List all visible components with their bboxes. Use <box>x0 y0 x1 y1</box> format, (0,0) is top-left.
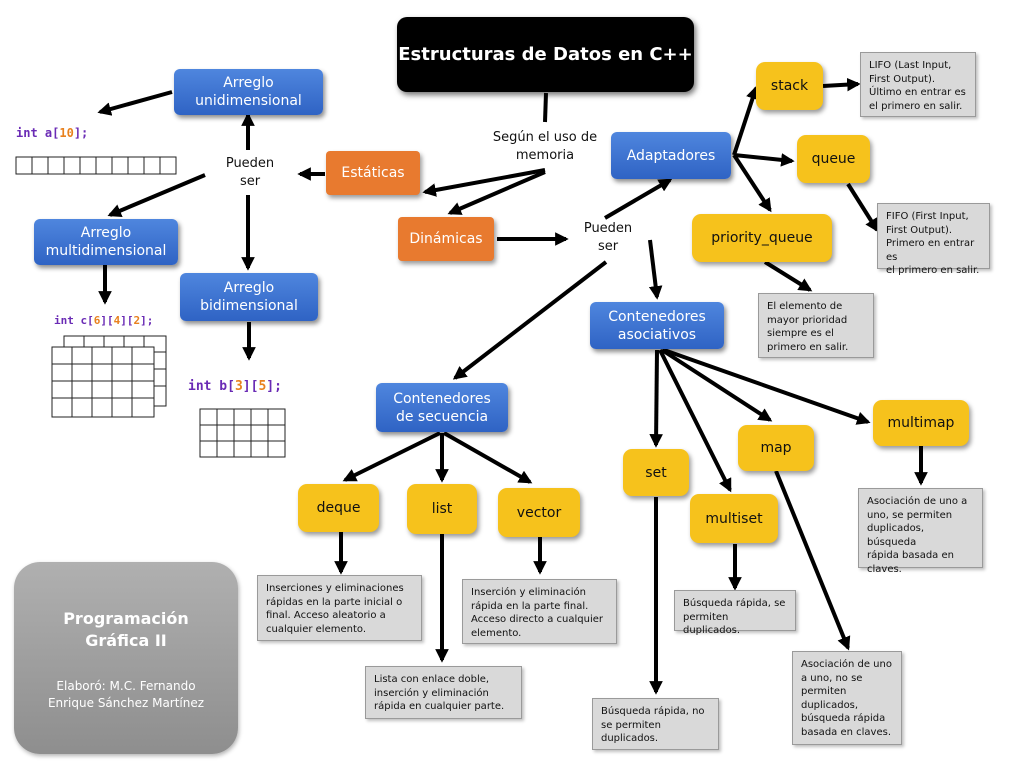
note-queue: FIFO (First Input, First Output). Primer… <box>877 203 990 276</box>
arrow-aso-multimap <box>663 348 871 425</box>
code-array-2d: int b[3][5]; <box>188 379 282 394</box>
arrow-map-note <box>774 470 851 651</box>
node-contenedores-asociativos: Contenedores asociativos <box>590 302 724 349</box>
arrow-uni-code <box>97 90 173 116</box>
arrow-pq-note <box>763 260 813 292</box>
node-vector: vector <box>498 488 580 537</box>
arrow-sec-deque <box>342 431 441 482</box>
node-deque: deque <box>298 484 379 532</box>
course-title: Programación Gráfica II <box>63 609 189 650</box>
note-set: Búsqueda rápida, no se permiten duplicad… <box>592 698 719 750</box>
arrow-adapt-pq <box>732 153 772 213</box>
diagram-title: Estructuras de Datos en C++ <box>397 17 694 92</box>
node-arreglo-unidimensional: Arreglo unidimensional <box>174 69 323 115</box>
arrow-stack-note <box>822 77 861 92</box>
node-map: map <box>738 425 814 471</box>
array-2d-grid <box>199 408 286 458</box>
arrow-title-segun <box>543 92 548 123</box>
arrow-segun-estaticas <box>422 168 546 197</box>
node-arreglo-bidimensional: Arreglo bidimensional <box>180 273 318 321</box>
node-adaptadores: Adaptadores <box>611 132 731 179</box>
arrow-pueden-adaptadores <box>603 178 673 220</box>
node-dinamicas: Dinámicas <box>398 217 494 261</box>
arrow-queue-note <box>846 182 879 233</box>
label-pueden-ser-left: Pueden ser <box>225 156 275 189</box>
arrow-aso-set <box>649 349 663 448</box>
note-multiset: Búsqueda rápida, se permiten duplicados. <box>674 590 796 636</box>
note-deque: Inserciones y eliminaciones rápidas en l… <box>257 575 422 641</box>
arrow-pueden-multi <box>107 173 206 218</box>
note-list: Lista con enlace doble, inserción y elim… <box>365 666 522 719</box>
author-credit: Elaboró: M.C. Fernando Enrique Sánchez M… <box>47 679 205 710</box>
arrow-pueden-secuencia <box>452 260 608 380</box>
credit-box: Programación Gráfica II Elaboró: M.C. Fe… <box>14 562 238 754</box>
node-list: list <box>407 484 477 534</box>
node-arreglo-multidimensional: Arreglo multidimensional <box>34 219 178 265</box>
node-contenedores-secuencia: Contenedores de secuencia <box>376 383 508 432</box>
node-set: set <box>623 449 689 496</box>
arrow-adapt-queue <box>733 153 795 167</box>
array-1d-grid <box>15 156 177 175</box>
label-segun-uso-memoria: Según el uso de memoria <box>492 130 598 163</box>
arrow-adapt-stack <box>732 85 760 156</box>
node-queue: queue <box>797 135 870 183</box>
array-3d-grid-front <box>51 346 155 418</box>
note-stack: LIFO (Last Input, First Output). Último … <box>860 52 976 117</box>
node-stack: stack <box>756 62 823 110</box>
node-multiset: multiset <box>690 494 778 543</box>
node-multimap: multimap <box>873 400 969 446</box>
label-pueden-ser-right: Pueden ser <box>583 221 633 254</box>
arrow-aso-map <box>660 348 773 422</box>
arrow-segun-dinamicas <box>447 170 546 215</box>
arrow-aso-multiset <box>658 349 732 493</box>
arrow-sec-vector <box>443 431 533 484</box>
node-estaticas: Estáticas <box>326 151 420 195</box>
code-array-3d: int c[6][4][2]; <box>54 314 154 327</box>
note-multimap: Asociación de uno a uno, se permiten dup… <box>858 488 983 575</box>
node-priority-queue: priority_queue <box>692 214 832 262</box>
note-vector: Inserción y eliminación rápida en la par… <box>462 579 617 644</box>
note-priority-queue: El elemento de mayor prioridad siempre e… <box>758 293 874 358</box>
note-map: Asociación de uno a uno, no se permiten … <box>792 651 902 745</box>
arrow-pueden-asociativos <box>648 239 663 300</box>
code-array-1d: int a[10]; <box>16 126 89 140</box>
